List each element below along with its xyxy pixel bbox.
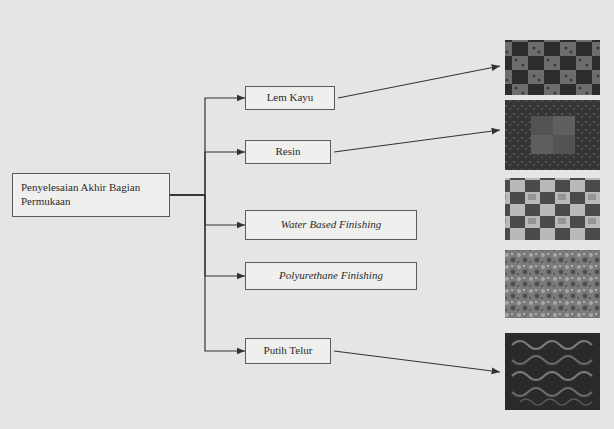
node-label: Lem Kayu xyxy=(267,91,314,105)
branch-arrow xyxy=(170,195,245,276)
method-box: Polyurethane Finishing xyxy=(245,262,417,290)
leader-arrow xyxy=(338,66,500,98)
method-box: Putih Telur xyxy=(245,338,331,364)
node-label: Polyurethane Finishing xyxy=(279,269,383,283)
texture-polyurethane xyxy=(505,250,600,318)
branch-arrow xyxy=(170,195,245,351)
texture-water-based xyxy=(505,178,600,240)
root-box: Penyelesaian Akhir Bagian Permukaan xyxy=(12,173,170,217)
method-box: Lem Kayu xyxy=(245,86,335,110)
branch-arrow xyxy=(170,195,245,225)
texture-resin xyxy=(505,100,600,170)
texture-lem-kayu xyxy=(505,40,600,95)
branch-arrow xyxy=(170,152,245,195)
node-label: Water Based Finishing xyxy=(281,218,381,232)
leader-arrow xyxy=(334,130,500,152)
texture-putih-telur xyxy=(505,333,600,410)
branch-arrow xyxy=(170,98,245,195)
method-box: Water Based Finishing xyxy=(245,210,417,240)
node-label: Putih Telur xyxy=(264,344,313,358)
node-label: Penyelesaian Akhir Bagian Permukaan xyxy=(21,181,141,209)
method-box: Resin xyxy=(245,140,331,164)
leader-arrow xyxy=(334,351,500,372)
node-label: Resin xyxy=(275,145,300,159)
